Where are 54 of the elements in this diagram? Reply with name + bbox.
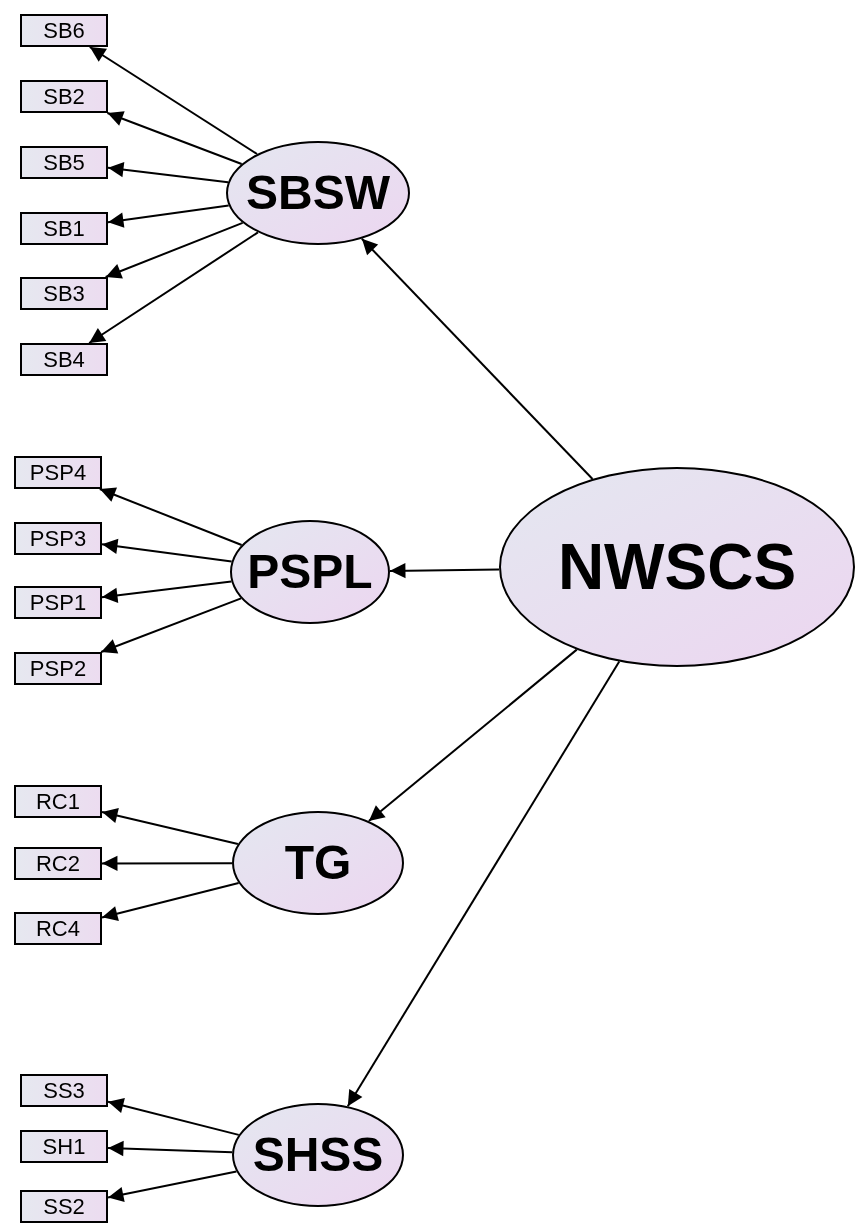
arrow bbox=[101, 882, 240, 922]
arrow bbox=[101, 855, 233, 872]
node-label: PSP2 bbox=[29, 657, 87, 680]
arrow bbox=[360, 237, 594, 480]
node-label: SB5 bbox=[43, 151, 85, 174]
indicator-box bbox=[20, 277, 108, 310]
arrow bbox=[106, 111, 243, 165]
arrow bbox=[88, 46, 259, 156]
arrow bbox=[88, 231, 259, 344]
indicator-box bbox=[14, 522, 102, 555]
node-label: SHSS bbox=[252, 1131, 384, 1179]
node-label: SB3 bbox=[43, 282, 85, 305]
node-label: RC2 bbox=[36, 852, 80, 875]
arrow bbox=[98, 487, 243, 546]
node-label: SB1 bbox=[43, 217, 85, 240]
node-label: PSP4 bbox=[29, 461, 87, 484]
node-label: SB2 bbox=[43, 85, 85, 108]
indicator-box bbox=[20, 212, 108, 245]
indicator-box bbox=[14, 785, 102, 818]
node-label: PSP3 bbox=[29, 527, 87, 550]
node-label: SS2 bbox=[43, 1195, 85, 1218]
node-label: SBSW bbox=[246, 169, 390, 217]
arrow bbox=[107, 1140, 234, 1157]
indicator-box bbox=[14, 652, 102, 685]
node-label: SS3 bbox=[43, 1079, 85, 1102]
arrow bbox=[107, 204, 230, 228]
indicator-box bbox=[20, 343, 108, 376]
arrow bbox=[101, 538, 233, 563]
indicator-box bbox=[20, 146, 108, 179]
node-label: SB4 bbox=[43, 348, 85, 371]
indicator-box bbox=[20, 80, 108, 113]
arrow bbox=[389, 562, 501, 579]
node-label: PSPL bbox=[247, 548, 373, 596]
arrow bbox=[107, 161, 229, 184]
arrow bbox=[367, 648, 578, 823]
arrow bbox=[107, 1098, 240, 1136]
indicator-box bbox=[20, 1074, 108, 1107]
indicator-box bbox=[20, 1190, 108, 1223]
indicator-box bbox=[20, 14, 108, 47]
node-label: SH1 bbox=[42, 1135, 86, 1158]
indicator-box bbox=[14, 586, 102, 619]
arrow bbox=[104, 221, 244, 279]
indicator-box bbox=[14, 912, 102, 945]
arrow bbox=[100, 597, 243, 654]
indicator-box bbox=[14, 847, 102, 880]
node-label: NWSCS bbox=[557, 535, 797, 599]
node-label: PSP1 bbox=[29, 591, 87, 614]
node-label: RC4 bbox=[36, 917, 80, 940]
node-label: SB6 bbox=[43, 19, 85, 42]
arrow bbox=[101, 580, 233, 603]
indicator-box bbox=[14, 456, 102, 489]
node-label: TG bbox=[284, 839, 352, 887]
indicator-box bbox=[20, 1130, 108, 1163]
node-label: RC1 bbox=[36, 790, 80, 813]
